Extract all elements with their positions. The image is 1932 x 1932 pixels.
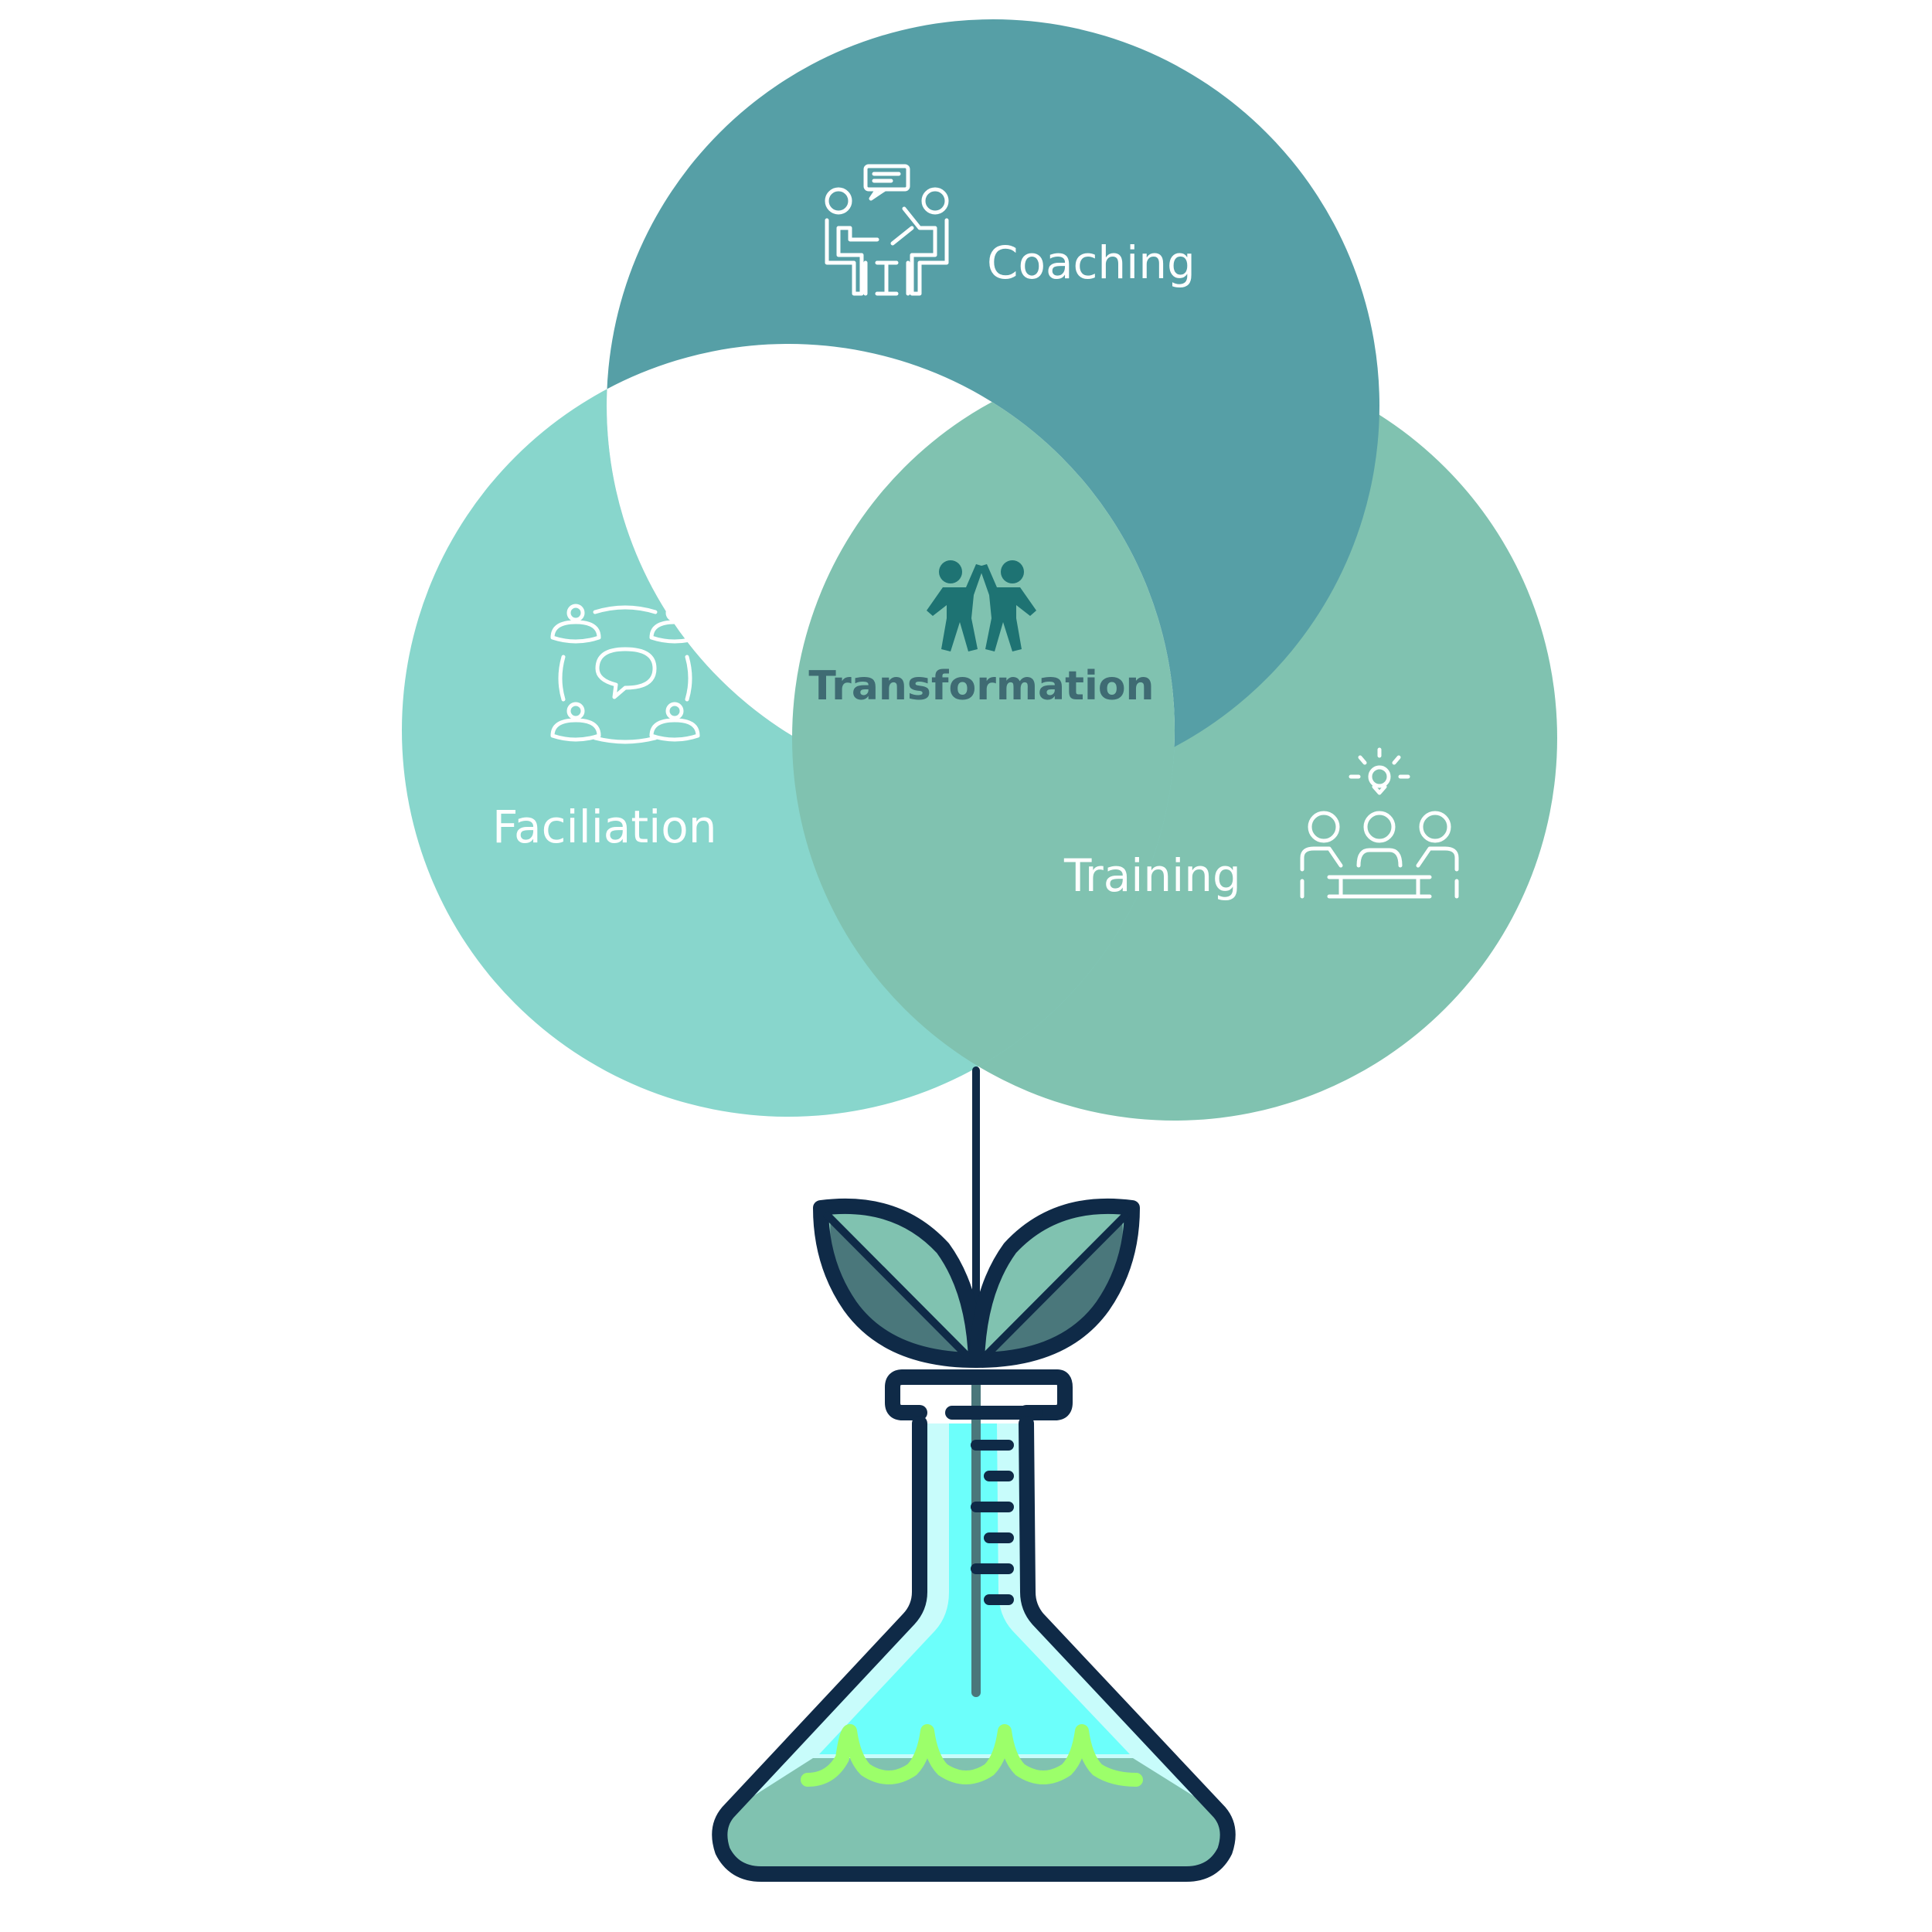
facilitation-label: Faciliation xyxy=(492,801,716,853)
coaching-board-icon xyxy=(825,164,949,296)
high-five-icon xyxy=(927,560,1036,651)
center-label: Transformation xyxy=(808,663,1154,709)
group-discussion-icon xyxy=(550,604,700,744)
training-overlap xyxy=(792,355,1175,1117)
training-idea-icon xyxy=(1300,747,1459,899)
sprout-leaves-icon xyxy=(813,1198,1140,1368)
circles xyxy=(402,19,1557,1121)
coaching-label: Coaching xyxy=(987,236,1196,289)
training-label: Training xyxy=(1063,849,1241,902)
erlenmeyer-flask-icon xyxy=(712,1369,1236,1882)
